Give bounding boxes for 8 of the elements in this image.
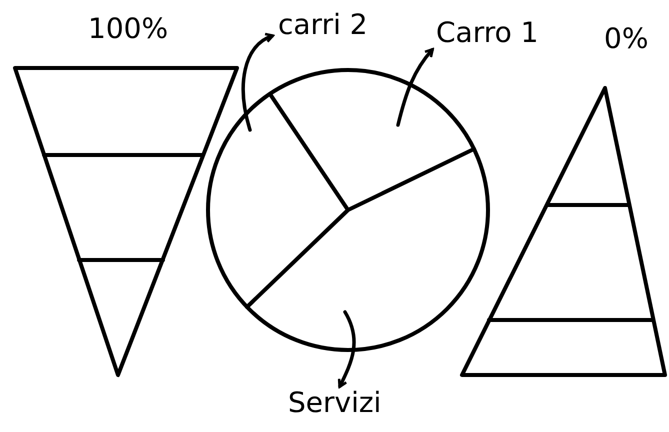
percent-label: 100% [88, 14, 168, 45]
callout-arrow [338, 310, 356, 388]
callout-text: carri 2 [278, 10, 368, 41]
percent-label: 0% [604, 24, 648, 55]
callout-arrow [242, 34, 274, 132]
callout-arrow [396, 48, 434, 127]
callout-text: Carro 1 [436, 18, 538, 49]
callout-text: Servizi [288, 388, 382, 419]
